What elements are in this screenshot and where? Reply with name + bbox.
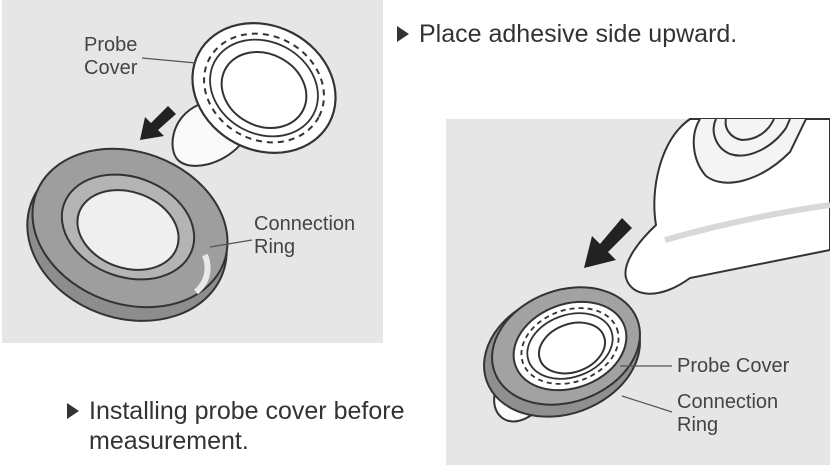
arrow-down-left-icon — [584, 218, 632, 268]
right-triangle-icon — [397, 26, 409, 42]
instruction-installing-text: Installing probe cover before measuremen… — [89, 397, 405, 455]
right-triangle-icon — [67, 403, 79, 419]
instruction-place-adhesive-text: Place adhesive side upward. — [419, 20, 738, 48]
instruction-place-adhesive: Place adhesive side upward. — [397, 19, 737, 49]
assembled-ring-and-cover-illustration — [483, 286, 641, 423]
probe-cover-label-left: Probe Cover — [84, 34, 138, 79]
thermometer-illustration — [624, 118, 830, 295]
connection-ring-label-right: Connection Ring — [677, 391, 779, 436]
connection-ring-label-left: Connection Ring — [254, 213, 356, 258]
instruction-installing: Installing probe cover before measuremen… — [67, 396, 404, 456]
connection-ring-illustration-left — [26, 147, 229, 322]
probe-cover-illustration-left — [171, 22, 337, 167]
arrow-down-left-icon — [140, 106, 176, 140]
probe-cover-label-right: Probe Cover — [677, 355, 790, 377]
